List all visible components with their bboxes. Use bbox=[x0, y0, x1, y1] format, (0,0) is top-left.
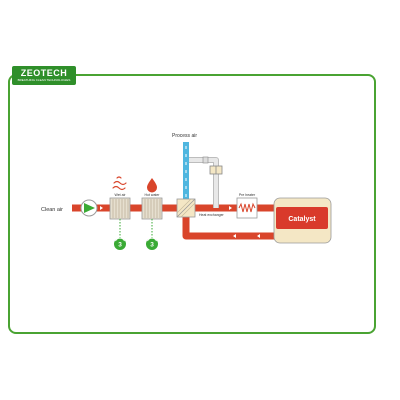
pre-heater-label: Pre heater bbox=[239, 193, 256, 197]
pre-heater bbox=[236, 197, 258, 219]
catalyst-label: Catalyst bbox=[288, 216, 316, 223]
catalyst-unit bbox=[273, 197, 332, 244]
brand-logo: ZEOTECH BREATHING CLEAN TECHNOLOGIES bbox=[12, 66, 76, 85]
diagram-frame bbox=[8, 74, 376, 334]
badge-wet-air: 3 bbox=[118, 242, 122, 249]
hot-water-unit bbox=[141, 197, 163, 220]
wet-air-label: Wet air bbox=[114, 193, 126, 197]
valve-icon bbox=[202, 156, 223, 175]
hot-water-label: Hot water bbox=[145, 193, 161, 197]
recycle-icon bbox=[114, 237, 126, 250]
brand-name: ZEOTECH bbox=[20, 68, 68, 78]
steam-icon bbox=[112, 176, 127, 191]
wet-air-unit bbox=[109, 197, 131, 220]
brand-tagline: BREATHING CLEAN TECHNOLOGIES bbox=[17, 78, 71, 82]
process-air-label: Process air bbox=[172, 133, 197, 139]
recycle-icon bbox=[146, 237, 158, 250]
heat-exchanger bbox=[176, 198, 196, 218]
heat-exchanger-label: Heat exchanger bbox=[199, 213, 225, 217]
badge-hot-water: 3 bbox=[150, 242, 154, 249]
water-drop-icon bbox=[147, 178, 157, 193]
fan-icon bbox=[80, 199, 98, 217]
clean-air-label: Clean air bbox=[41, 207, 63, 213]
return-duct bbox=[182, 212, 276, 240]
